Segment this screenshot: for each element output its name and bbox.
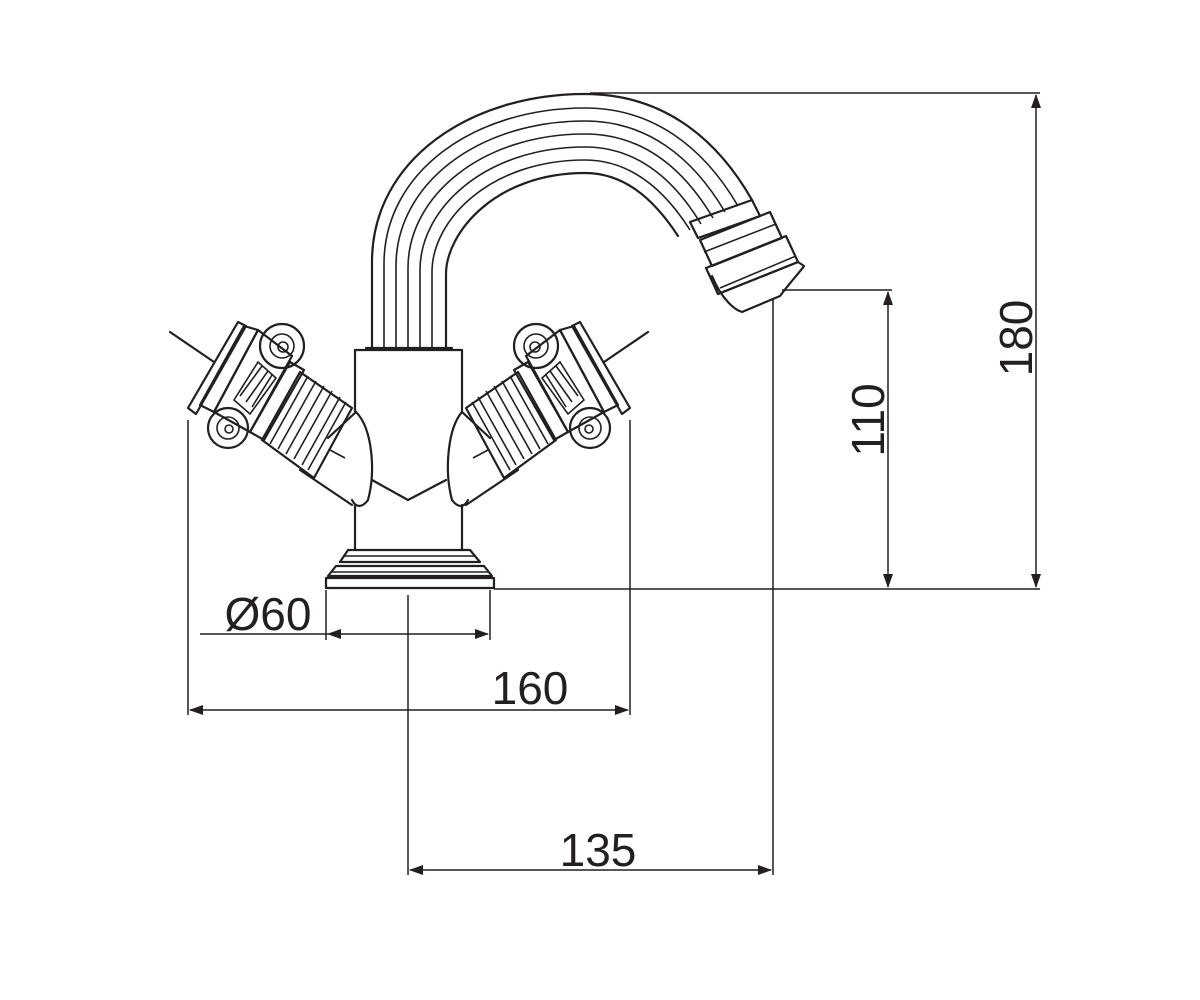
extension-lines (187, 92, 1040, 875)
dimension-lines (189, 94, 1041, 875)
dimension-labels: 180 110 160 135 Ø60 (225, 300, 1042, 876)
label-135: 135 (560, 824, 637, 876)
label-180: 180 (990, 300, 1042, 377)
right-handle (460, 320, 650, 507)
spout (364, 92, 806, 350)
label-160: 160 (492, 662, 569, 714)
label-diameter-60: Ø60 (225, 588, 312, 640)
left-handle (168, 320, 358, 507)
faucet-outline (168, 92, 806, 590)
label-110: 110 (842, 383, 894, 456)
base (324, 548, 496, 590)
central-body (350, 348, 470, 552)
